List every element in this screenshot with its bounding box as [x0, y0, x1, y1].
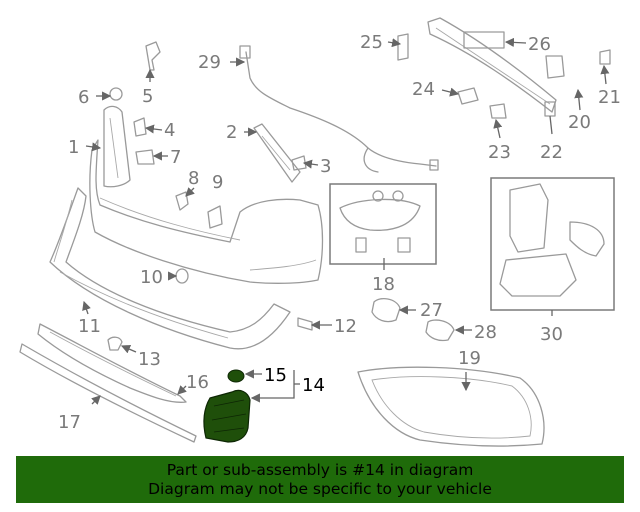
clip-part-15 [227, 369, 245, 383]
callout-8: 8 [188, 168, 199, 189]
wiring-harness [239, 45, 439, 173]
callout-20: 20 [568, 112, 591, 133]
callout-19: 19 [458, 348, 481, 369]
lower-molding-bar [19, 343, 197, 443]
callout-labels: 1 2 3 4 5 6 7 8 9 10 11 12 13 15 14 16 1… [58, 32, 621, 433]
callout-12: 12 [334, 316, 357, 337]
callout-9: 9 [212, 172, 223, 193]
callout-18: 18 [372, 274, 395, 295]
callout-6: 6 [78, 87, 89, 108]
assembly-box-18 [329, 183, 437, 265]
callout-21: 21 [598, 87, 621, 108]
banner-line-2: Diagram may not be specific to your vehi… [148, 479, 492, 498]
bumper-lower-diffuser [49, 187, 291, 350]
small-components [107, 31, 611, 351]
callout-26: 26 [528, 34, 551, 55]
bumper-cover-upper [89, 105, 324, 284]
callout-22: 22 [540, 142, 563, 163]
assembly-box-30 [490, 177, 615, 311]
callout-16: 16 [186, 372, 209, 393]
callout-7: 7 [170, 147, 181, 168]
callout-28: 28 [474, 322, 497, 343]
callout-14: 14 [302, 375, 325, 396]
info-banner: Part or sub-assembly is #14 in diagram D… [16, 456, 624, 503]
highlighted-part-14 [203, 389, 251, 443]
callout-11: 11 [78, 316, 101, 337]
callout-29: 29 [198, 52, 221, 73]
parts-diagram: 1 2 3 4 5 6 7 8 9 10 11 12 13 15 14 16 1… [19, 17, 621, 447]
callout-3: 3 [320, 156, 331, 177]
reinforcement-beam [427, 17, 557, 117]
callout-1: 1 [68, 137, 79, 158]
callout-23: 23 [488, 142, 511, 163]
callout-2: 2 [226, 122, 237, 143]
lamp-bezel [357, 366, 545, 447]
callout-27: 27 [420, 300, 443, 321]
side-bracket [253, 123, 301, 183]
callout-10: 10 [140, 267, 163, 288]
leader-lines [82, 37, 610, 405]
callout-5: 5 [142, 86, 153, 107]
lower-trim-strip [37, 323, 187, 403]
callout-24: 24 [412, 79, 435, 100]
callout-17: 17 [58, 412, 81, 433]
callout-15: 15 [264, 365, 287, 386]
callout-13: 13 [138, 349, 161, 370]
callout-30: 30 [540, 324, 563, 345]
callout-4: 4 [164, 120, 175, 141]
callout-25: 25 [360, 32, 383, 53]
banner-line-1: Part or sub-assembly is #14 in diagram [166, 460, 474, 479]
